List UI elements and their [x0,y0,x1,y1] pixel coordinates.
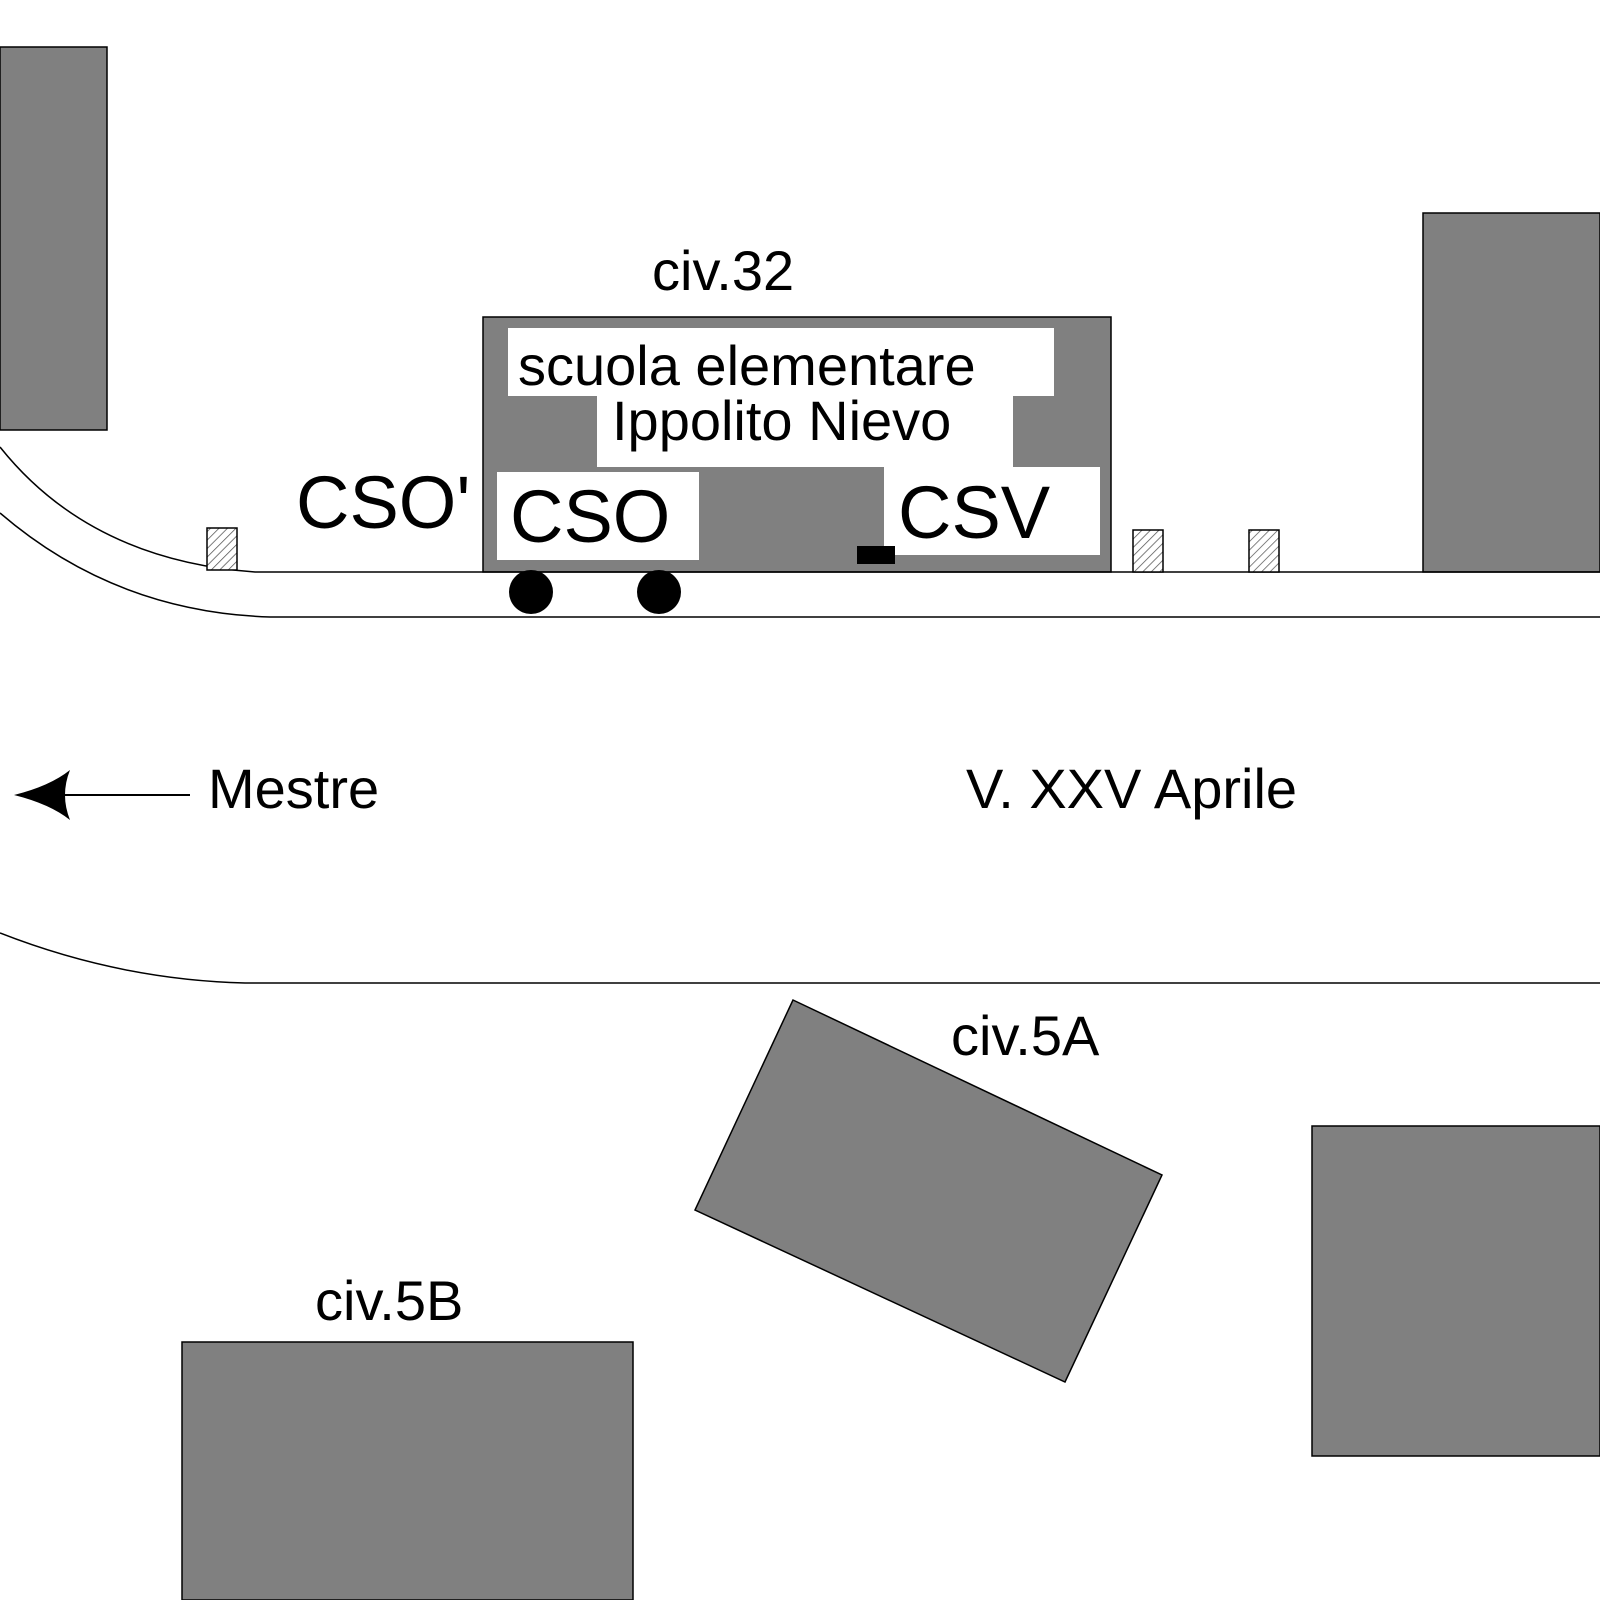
filled-circle-icon [637,570,681,614]
building-civ5a [694,998,1163,1383]
left-arrow-icon [14,770,190,820]
school-label-box-1 [508,328,1054,396]
cso-label: CSO [510,475,670,558]
school-label-box-2 [597,392,1013,467]
filled-circle-icon [509,570,553,614]
csv-label: CSV [898,471,1051,554]
building-top-right [1422,212,1600,573]
civ5b-label: civ.5B [315,1269,463,1332]
building-civ5b [181,1341,634,1600]
black-rectangle-icon [857,546,895,564]
direction-label: Mestre [208,757,379,820]
street-name-label: V. XXV Aprile [966,757,1297,820]
road-upper-edge-outer [0,512,1600,618]
building-top-left [0,46,108,431]
cso-label-box [497,472,699,560]
hatched-square-icon [206,527,238,571]
hatched-square-icon [1132,529,1164,573]
csv-label-box [884,467,1100,555]
hatched-square-icon [1248,529,1280,573]
building-bottom-right [1311,1125,1600,1457]
school-name-line1: scuola elementare [518,334,976,397]
school-name-line2: Ippolito Nievo [612,389,951,452]
cso-prime-label: CSO' [296,461,471,544]
road-lower-edge [0,932,1600,984]
civ32-label: civ.32 [652,239,794,302]
civ5a-label: civ.5A [951,1004,1100,1067]
